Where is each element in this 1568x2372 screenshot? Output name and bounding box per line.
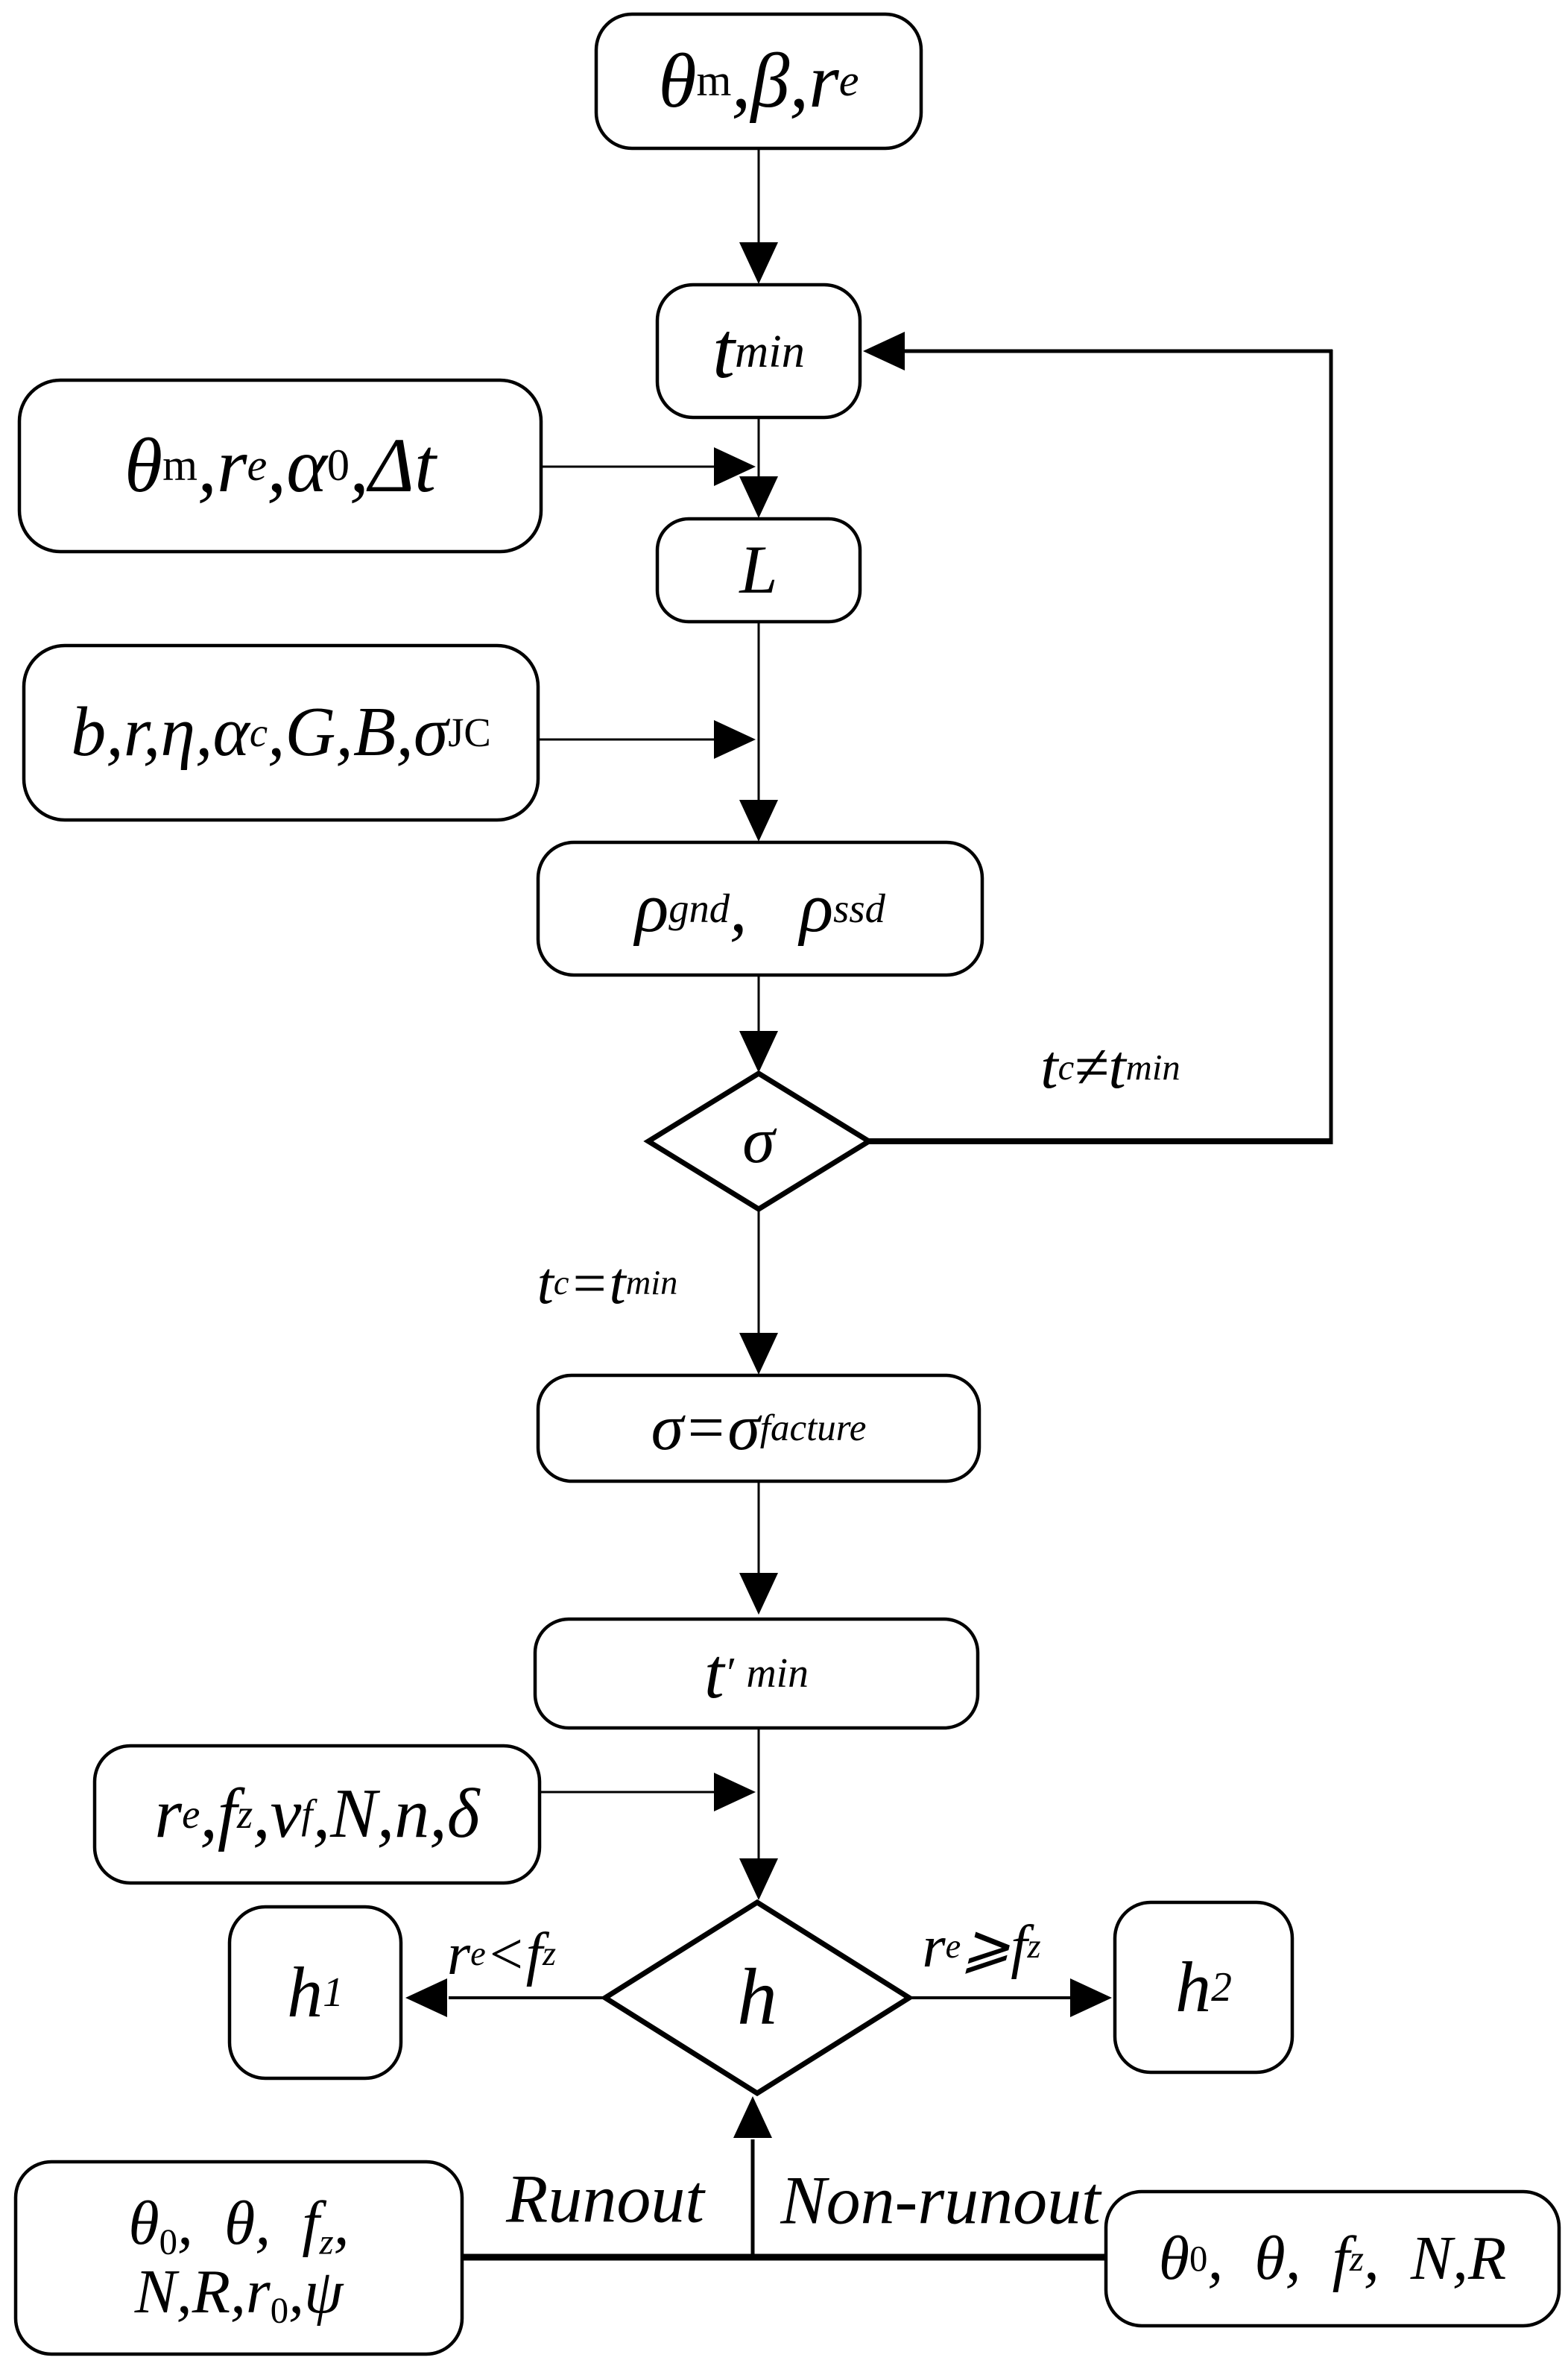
node-box-input-rho: [22, 643, 540, 822]
node-box-t-prime-min: [533, 1617, 980, 1730]
text-part: h: [287, 1952, 323, 2033]
text-part: σ: [742, 1104, 775, 1177]
arrowhead-icon: [739, 1858, 778, 1900]
text-part: ,N,n,δ: [312, 1775, 480, 1853]
arrowhead-icon: [714, 447, 756, 486]
text-part: t: [712, 306, 736, 395]
node-h-label: h: [605, 1902, 909, 2093]
text-part: θ: [124, 422, 163, 508]
arrowhead-icon: [714, 720, 756, 759]
text-part: L: [739, 532, 778, 608]
text-part: ,Δt: [350, 422, 436, 508]
text-part: =t: [569, 1251, 626, 1316]
arrowhead-icon: [739, 800, 778, 842]
text-part: h: [737, 1952, 777, 2042]
text-part: , θ, f: [177, 2188, 320, 2258]
text-part: ,α: [267, 422, 327, 508]
text-part: ,G,B,σ: [268, 693, 449, 772]
node-box-h1: [227, 1905, 403, 2081]
arrowhead-icon: [733, 2096, 772, 2138]
text-part: r: [154, 1775, 183, 1853]
subscript: z: [319, 2221, 334, 2262]
text-part: ,r: [197, 422, 247, 508]
text-part: t: [1040, 1032, 1058, 1102]
text-part: t: [537, 1251, 554, 1316]
subscript: 0: [270, 2290, 289, 2331]
prime-mark: ′: [724, 1648, 734, 1698]
text-part: N,R,r: [134, 2257, 271, 2327]
subscript: 0: [159, 2221, 178, 2262]
node-box-L: [655, 517, 862, 624]
text-part: ,f: [200, 1775, 237, 1853]
text-part: ⩾f: [961, 1914, 1028, 1980]
text-part: t: [704, 1633, 724, 1714]
text-part: θ: [128, 2188, 159, 2258]
arrowhead-icon: [1070, 1978, 1112, 2017]
arrowhead-icon: [739, 476, 778, 518]
text-part: , ρ: [730, 869, 834, 947]
arrowhead-icon: [739, 1031, 778, 1073]
text-part: ,β,r: [731, 37, 839, 124]
text-line: N,R,r0,ψ: [134, 2257, 344, 2329]
text-part: ,v: [253, 1775, 302, 1853]
node-box-nonrunout-inputs: [1104, 2189, 1561, 2328]
node-L-label: L: [657, 519, 860, 622]
text-part: θ: [1158, 2223, 1189, 2293]
node-box-sigma-fracture: [536, 1373, 981, 1483]
node-box-runout-inputs: [13, 2160, 464, 2356]
node-box-rho: [536, 840, 984, 977]
arrowhead-icon: [863, 332, 905, 370]
text-part: r: [446, 1922, 471, 1987]
text-part: σ=σ: [651, 1391, 760, 1464]
text-line: θ0, θ, fz,: [128, 2188, 350, 2260]
edge-label-nonrunout: Non-runout: [780, 2163, 1100, 2238]
text-part: b,r,η,α: [71, 693, 250, 772]
text-part: ,ψ: [288, 2257, 344, 2327]
arrowhead-icon: [714, 1773, 756, 1811]
text-part: , θ, f: [1207, 2223, 1350, 2293]
node-t-prime-min-label: t′min: [704, 1633, 809, 1714]
text-part: ≠t: [1074, 1032, 1126, 1102]
node-box-tmin: [655, 283, 862, 420]
node-box-input-h: [92, 1744, 542, 1885]
text-part: <f: [485, 1922, 543, 1987]
text-part: h: [1175, 1947, 1212, 2028]
text-part: r: [922, 1914, 946, 1980]
text-part: ,: [333, 2188, 350, 2258]
arrowhead-icon: [739, 1333, 778, 1375]
text-part: ρ: [635, 869, 669, 947]
node-box-input-L: [17, 378, 543, 554]
node-box-h2: [1113, 1900, 1294, 2075]
edge-label-runout: Runout: [506, 2161, 704, 2236]
node-sigma-label: σ: [648, 1073, 869, 1209]
text-part: Non-runout: [780, 2162, 1101, 2239]
arrowhead-icon: [739, 242, 778, 284]
node-runout-inputs-label: θ0, θ, fz, N,R,r0,ψ: [16, 2162, 462, 2354]
text-part: Runout: [506, 2160, 704, 2237]
text-part: θ: [658, 37, 697, 124]
arrowhead-icon: [405, 1978, 447, 2017]
node-diamond-h: [600, 1899, 914, 2097]
text-part: , N,R: [1363, 2223, 1507, 2293]
node-diamond-sigma: [643, 1070, 874, 1213]
node-box-start: [594, 12, 923, 151]
arrowhead-icon: [739, 1573, 778, 1615]
